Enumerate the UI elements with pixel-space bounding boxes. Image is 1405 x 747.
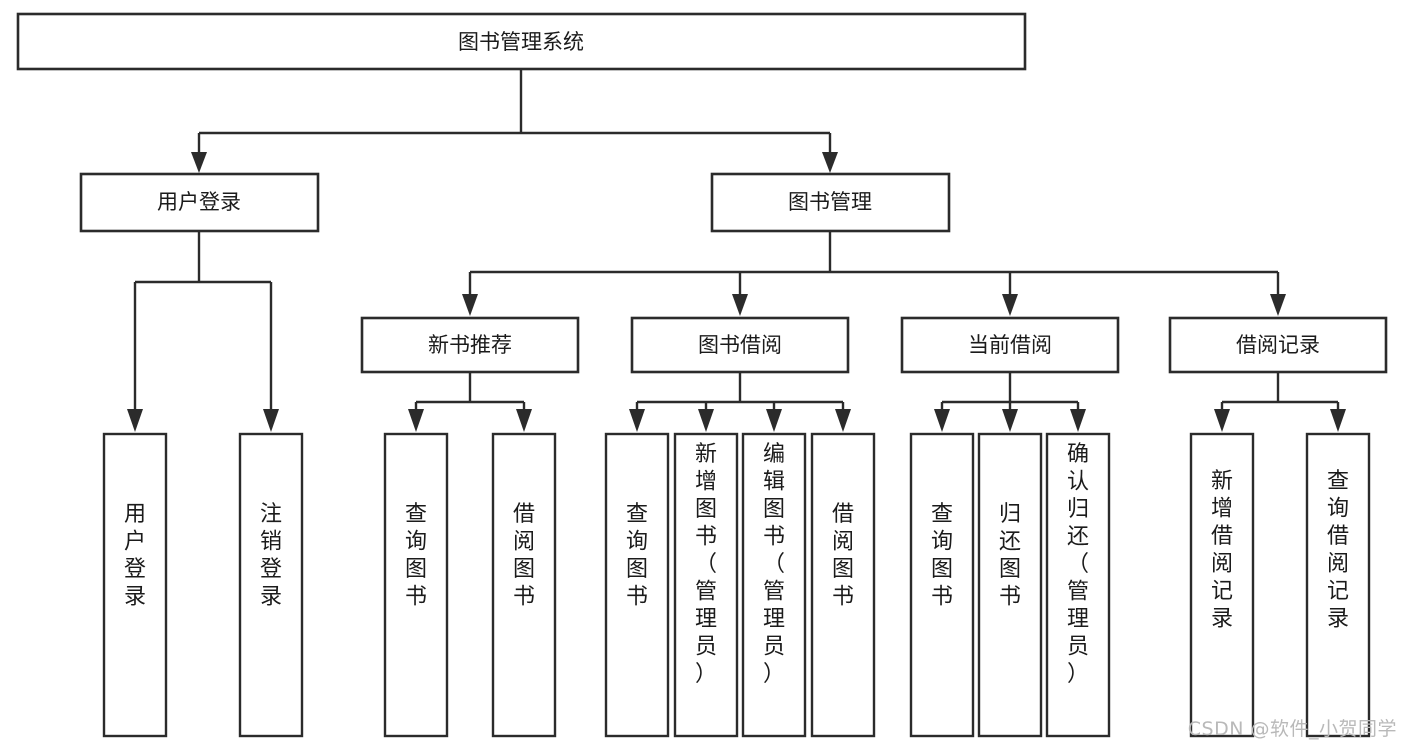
arrow-leaf-query-book-1 (408, 409, 424, 432)
arrow-leaf-query-book-2 (629, 409, 645, 432)
arrow-to-book-borrow (732, 294, 748, 316)
node-borrow-record[interactable]: 借阅记录 (1168, 316, 1388, 374)
leaf-query-book-1-label: 查询图书 (405, 502, 427, 610)
leaf-add-book-box (673, 432, 739, 738)
arrow-leaf-query-record (1330, 409, 1346, 432)
leaf-node-borrow-book-2[interactable]: 借阅图书 (810, 432, 876, 738)
leaf-return-book-box (977, 432, 1043, 738)
node-current-borrow[interactable]: 当前借阅 (900, 316, 1120, 374)
arrow-leaf-confirm-return (1070, 409, 1086, 432)
leaf-add-record-label: 新增借阅记录 (1211, 469, 1233, 632)
leaf-node-query-book-1[interactable]: 查询图书 (383, 432, 449, 738)
node-user-login-label: 用户登录 (157, 190, 241, 214)
leaf-edit-book-label: 编辑图书（管理员） (763, 442, 785, 687)
leaf-node-user-login[interactable]: 用户登录 (102, 432, 168, 738)
node-new-book-recommend-label: 新书推荐 (428, 333, 512, 357)
leaf-query-book-1-box (383, 432, 449, 738)
node-new-book-recommend-box (360, 316, 580, 374)
node-borrow-record-label: 借阅记录 (1236, 333, 1320, 357)
leaf-query-book-2-box (604, 432, 670, 738)
node-book-management-label: 图书管理 (788, 190, 872, 214)
leaf-query-book-3-label: 查询图书 (931, 502, 953, 610)
node-current-borrow-box (900, 316, 1120, 374)
leaf-add-book-label: 新增图书（管理员） (695, 442, 717, 687)
node-book-management[interactable]: 图书管理 (710, 172, 951, 233)
leaf-node-add-record[interactable]: 新增借阅记录 (1189, 432, 1255, 738)
node-user-login[interactable]: 用户登录 (79, 172, 320, 233)
leaf-borrow-book-2-box (810, 432, 876, 738)
leaf-edit-book-box (741, 432, 807, 738)
arrow-to-new-book-recommend (462, 294, 478, 316)
leaf-node-add-book[interactable]: 新增图书（管理员） (673, 432, 739, 738)
arrow-to-user-login (191, 152, 207, 173)
arrow-to-book-management (822, 152, 838, 173)
leaf-query-record-box (1305, 432, 1371, 738)
leaf-borrow-book-1-box (491, 432, 557, 738)
leaf-user-login-label: 用户登录 (124, 502, 146, 610)
leaf-node-query-book-3[interactable]: 查询图书 (909, 432, 975, 738)
arrow-leaf-add-book (698, 409, 714, 432)
arrow-leaf-user-logout (263, 409, 279, 432)
arrow-leaf-borrow-book-1 (516, 409, 532, 432)
node-root-label: 图书管理系统 (458, 30, 584, 54)
leaf-user-logout-label: 注销登录 (260, 502, 282, 610)
leaf-node-borrow-book-1[interactable]: 借阅图书 (491, 432, 557, 738)
node-current-borrow-label: 当前借阅 (968, 333, 1052, 357)
leaf-add-record-box (1189, 432, 1255, 738)
leaf-node-edit-book[interactable]: 编辑图书（管理员） (741, 432, 807, 738)
leaf-borrow-book-1-label: 借阅图书 (513, 502, 535, 610)
leaf-node-query-book-2[interactable]: 查询图书 (604, 432, 670, 738)
leaf-query-book-2-label: 查询图书 (626, 502, 648, 610)
connector-layer (127, 69, 1346, 432)
arrow-to-current-borrow (1002, 294, 1018, 316)
leaf-node-query-record[interactable]: 查询借阅记录 (1305, 432, 1371, 738)
leaf-node-return-book[interactable]: 归还图书 (977, 432, 1043, 738)
leaf-borrow-book-2-label: 借阅图书 (832, 502, 854, 610)
node-borrow-record-box (1168, 316, 1388, 374)
node-book-borrow[interactable]: 图书借阅 (630, 316, 850, 374)
arrow-leaf-add-record (1214, 409, 1230, 432)
arrow-leaf-query-book-3 (934, 409, 950, 432)
arrow-leaf-user-login (127, 409, 143, 432)
node-root-box (16, 12, 1027, 71)
arrow-leaf-borrow-book-2 (835, 409, 851, 432)
arrow-leaf-edit-book (766, 409, 782, 432)
node-book-borrow-label: 图书借阅 (698, 333, 782, 357)
leaf-query-record-label: 查询借阅记录 (1327, 469, 1349, 632)
leaf-node-confirm-return[interactable]: 确认归还（管理员） (1045, 432, 1111, 738)
node-new-book-recommend[interactable]: 新书推荐 (360, 316, 580, 374)
node-book-borrow-box (630, 316, 850, 374)
leaf-node-user-logout[interactable]: 注销登录 (238, 432, 304, 738)
leaf-user-login-box (102, 432, 168, 738)
leaf-return-book-label: 归还图书 (999, 502, 1021, 610)
node-user-login-box (79, 172, 320, 233)
arrow-to-borrow-record (1270, 294, 1286, 316)
leaf-confirm-return-box (1045, 432, 1111, 738)
leaf-confirm-return-label: 确认归还（管理员） (1067, 442, 1089, 687)
arrow-leaf-return-book (1002, 409, 1018, 432)
node-book-management-box (710, 172, 951, 233)
node-root-book-management-system[interactable]: 图书管理系统 (16, 12, 1027, 71)
leaf-query-book-3-box (909, 432, 975, 738)
leaf-user-logout-box (238, 432, 304, 738)
